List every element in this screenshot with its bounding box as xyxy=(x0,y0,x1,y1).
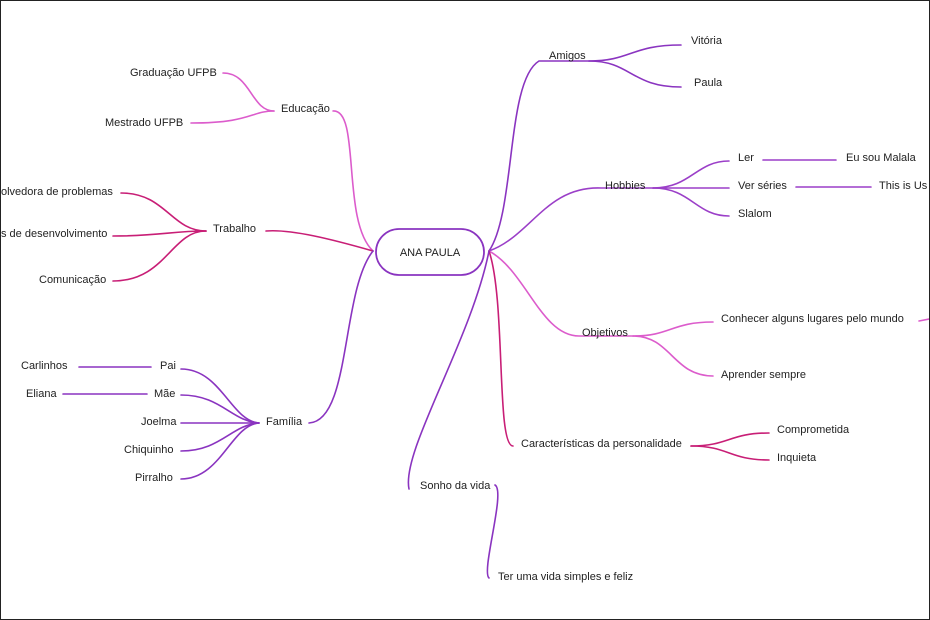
node-caracteristicas[interactable]: Características da personalidade xyxy=(521,438,682,450)
node-comunicacao[interactable]: Comunicação xyxy=(39,274,106,286)
connector-amigos xyxy=(488,60,590,252)
node-pai[interactable]: Pai xyxy=(160,360,176,372)
node-pirralho[interactable]: Pirralho xyxy=(135,472,173,484)
connector-paula xyxy=(588,60,682,88)
connector-trabalho xyxy=(265,229,374,252)
connector-vitoria xyxy=(588,44,682,62)
node-comprometida[interactable]: Comprometida xyxy=(777,424,850,436)
node-conhecer[interactable]: Conhecer alguns lugares pelo mundo xyxy=(721,313,904,325)
connector-conhecer-arrow xyxy=(918,318,929,322)
node-desenvolvimento[interactable]: s de desenvolvimento xyxy=(1,228,107,240)
node-inquieta[interactable]: Inquieta xyxy=(777,452,817,464)
node-chiquinho[interactable]: Chiquinho xyxy=(124,444,174,456)
connector-caracteristicas xyxy=(488,250,514,447)
node-objetivos[interactable]: Objetivos xyxy=(582,327,628,339)
connector-slalom xyxy=(652,187,730,217)
node-vida-simples[interactable]: Ter uma vida simples e feliz xyxy=(498,571,633,583)
connector-sonho xyxy=(407,250,490,490)
node-mestrado[interactable]: Mestrado UFPB xyxy=(105,117,183,129)
node-sonho-da-vida[interactable]: Sonho da vida xyxy=(420,480,491,492)
central-node-box[interactable] xyxy=(375,228,485,276)
connector-vida-simples xyxy=(486,484,499,579)
connector-educacao xyxy=(332,110,374,252)
node-slalom[interactable]: Slalom xyxy=(738,208,772,220)
node-eliana[interactable]: Eliana xyxy=(26,388,57,400)
node-trabalho[interactable]: Trabalho xyxy=(213,223,256,235)
node-eu-sou-malala[interactable]: Eu sou Malala xyxy=(846,152,917,164)
central-node-label: ANA PAULA xyxy=(400,247,461,259)
connector-hobbies xyxy=(488,187,654,252)
node-hobbies[interactable]: Hobbies xyxy=(605,180,646,192)
node-educacao[interactable]: Educação xyxy=(281,103,330,115)
connector-ler xyxy=(652,160,730,189)
connector-familia xyxy=(308,250,374,424)
node-joelma[interactable]: Joelma xyxy=(141,416,177,428)
connector-objetivos xyxy=(488,250,634,337)
connector-pirralho xyxy=(180,422,260,480)
connector-pai xyxy=(180,368,260,424)
node-vitoria[interactable]: Vitória xyxy=(691,35,723,47)
node-this-is-us[interactable]: This is Us xyxy=(879,180,928,192)
node-familia[interactable]: Família xyxy=(266,416,303,428)
node-carlinhos[interactable]: Carlinhos xyxy=(21,360,68,372)
connector-mestrado xyxy=(190,110,275,124)
node-solucionadora[interactable]: olvedora de problemas xyxy=(1,186,113,198)
node-graduacao[interactable]: Graduação UFPB xyxy=(130,67,217,79)
connector-desenvolvimento xyxy=(112,230,207,237)
connector-mae xyxy=(180,394,260,424)
connector-comunicacao xyxy=(112,230,207,282)
connector-inquieta xyxy=(690,445,770,461)
node-amigos[interactable]: Amigos xyxy=(549,50,586,62)
node-aprender[interactable]: Aprender sempre xyxy=(721,369,806,381)
node-mae[interactable]: Mãe xyxy=(154,388,175,400)
node-paula[interactable]: Paula xyxy=(694,77,723,89)
connector-comprometida xyxy=(690,432,770,447)
node-ver-series[interactable]: Ver séries xyxy=(738,180,787,192)
connector-solucionadora xyxy=(120,192,207,232)
connector-graduacao xyxy=(222,72,275,112)
connector-conhecer xyxy=(632,321,714,337)
node-ler[interactable]: Ler xyxy=(738,152,754,164)
connector-aprender xyxy=(632,335,714,377)
